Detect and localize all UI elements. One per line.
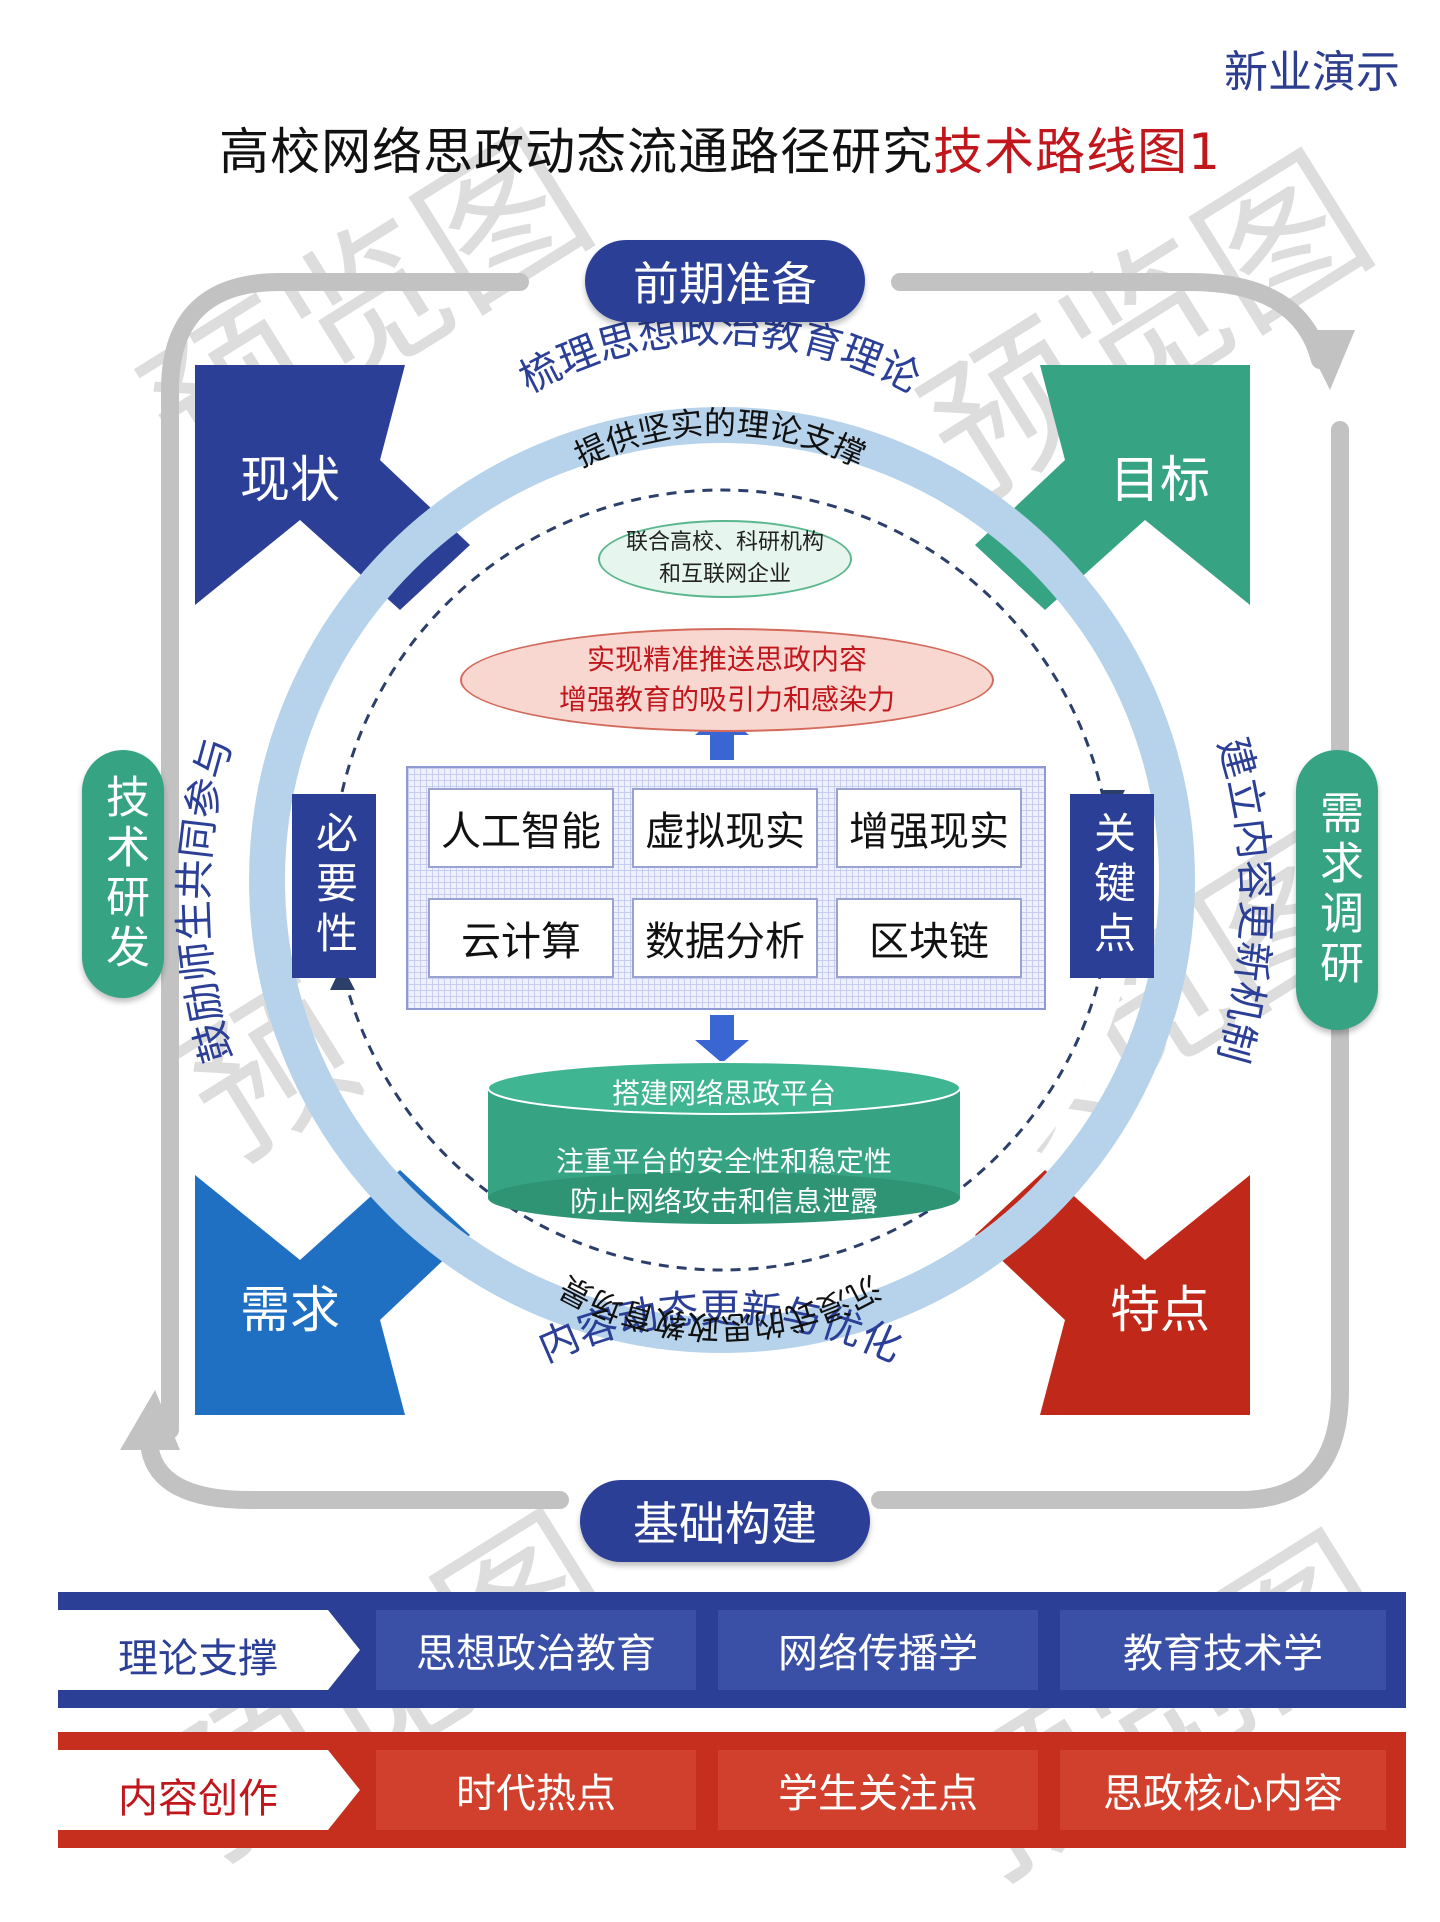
platform-title: 搭建网络思政平台 xyxy=(611,1077,836,1110)
tech-cell: 云计算 xyxy=(428,898,614,978)
theory-item: 网络传播学 xyxy=(718,1610,1038,1690)
title-main: 高校网络思政动态流通路径研究 xyxy=(219,123,934,181)
ring-text-left: 鼓励师生共同参与 xyxy=(171,733,241,1067)
content-item: 学生关注点 xyxy=(718,1750,1038,1830)
phase-right-pill: 需求调研 xyxy=(1296,750,1378,1030)
technology-grid: 人工智能 虚拟现实 增强现实 云计算 数据分析 区块链 xyxy=(406,766,1046,1010)
page-title: 高校网络思政动态流通路径研究技术路线图1 xyxy=(0,112,1440,184)
goal-line-2: 增强教育的吸引力和感染力 xyxy=(558,683,895,716)
tech-cell: 人工智能 xyxy=(428,788,614,868)
theory-label: 理论支撑 xyxy=(118,1636,278,1682)
flow-arrowhead xyxy=(120,1390,180,1450)
theory-item: 教育技术学 xyxy=(1060,1610,1386,1690)
platform-line-2: 防止网络攻击和信息泄露 xyxy=(569,1185,878,1218)
corner-label-status: 现状 xyxy=(240,451,340,509)
content-label: 内容创作 xyxy=(118,1776,278,1822)
content-item: 时代热点 xyxy=(376,1750,696,1830)
corner-arrow-demand xyxy=(195,1170,470,1415)
goal-oval: 实现精准推送思政内容 增强教育的吸引力和感染力 xyxy=(460,628,994,732)
tech-cell: 增强现实 xyxy=(836,788,1022,868)
theory-item: 思想政治教育 xyxy=(376,1610,696,1690)
down-arrow-icon xyxy=(695,1015,749,1063)
partners-text: 联合高校、科研机构和互联网企业 xyxy=(625,530,824,587)
phase-left-pill: 技术研发 xyxy=(82,750,164,998)
ring-text-right: 建立内容更新机制 xyxy=(1208,733,1278,1067)
tech-cell: 区块链 xyxy=(836,898,1022,978)
tech-cell: 数据分析 xyxy=(632,898,818,978)
brand-label: 新业演示 xyxy=(1224,47,1400,98)
platform-line-1: 注重平台的安全性和稳定性 xyxy=(555,1145,892,1178)
content-band: 内容创作 时代热点 学生关注点 思政核心内容 xyxy=(58,1732,1406,1848)
title-highlight: 技术路线图1 xyxy=(933,123,1221,181)
content-item: 思政核心内容 xyxy=(1060,1750,1386,1830)
phase-bottom-pill: 基础构建 xyxy=(580,1480,870,1562)
outer-ring xyxy=(249,407,1195,1353)
corner-arrow-feature xyxy=(975,1170,1250,1415)
corner-label-demand: 需求 xyxy=(240,1281,340,1339)
content-label-arrow xyxy=(58,1750,360,1830)
theory-label-arrow xyxy=(58,1610,360,1690)
goal-line-1: 实现精准推送思政内容 xyxy=(586,643,867,676)
necessity-label: 必要性 xyxy=(292,794,376,978)
flow-arrowhead xyxy=(1300,330,1355,390)
phase-top-pill: 前期准备 xyxy=(585,240,865,322)
platform-cylinder xyxy=(487,1061,961,1224)
inner-text-top: 提供坚实的理论支撑 xyxy=(569,404,871,475)
theory-band: 理论支撑 思想政治教育 网络传播学 教育技术学 xyxy=(58,1592,1406,1708)
outer-flow-loop xyxy=(141,273,1349,1509)
key-points-label: 关键点 xyxy=(1070,794,1154,978)
corner-label-goal: 目标 xyxy=(1110,451,1210,509)
tech-cell: 虚拟现实 xyxy=(632,788,818,868)
corner-label-feature: 特点 xyxy=(1110,1281,1210,1339)
partners-oval: 联合高校、科研机构和互联网企业 xyxy=(598,520,852,598)
